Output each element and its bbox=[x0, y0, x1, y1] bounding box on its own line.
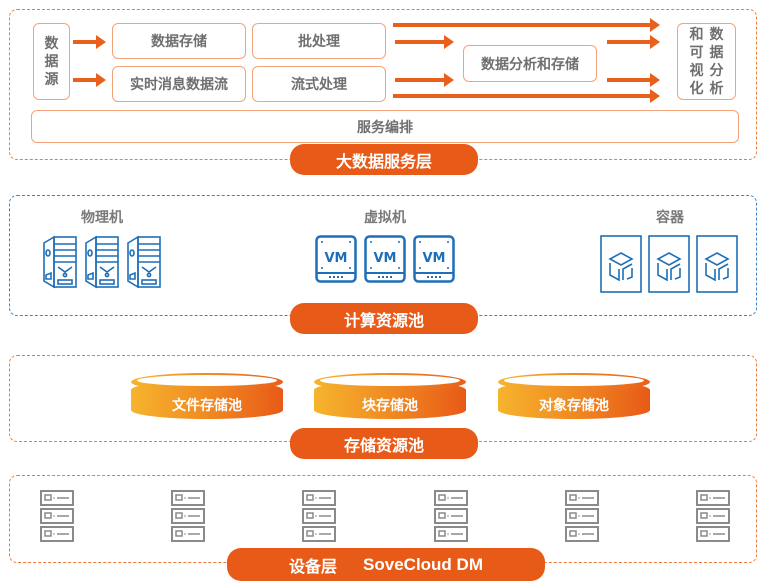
data-source-box: 数据源 bbox=[33, 23, 70, 100]
container-cube-icon bbox=[600, 235, 642, 293]
batch-processing-label: 批处理 bbox=[298, 34, 340, 50]
storage-pool-file: 文件存储池 bbox=[131, 373, 283, 419]
batch-processing-box: 批处理 bbox=[252, 23, 386, 59]
service-orchestration-label: 服务编排 bbox=[357, 119, 413, 136]
arrow-source-to-storage bbox=[73, 35, 106, 49]
vm-icon: VM bbox=[413, 235, 455, 283]
arrow-analysis-to-visualization-top bbox=[607, 35, 660, 49]
rack-server-icon bbox=[171, 490, 206, 542]
compute-layer-title: 计算资源池 bbox=[290, 303, 478, 334]
server-tower-icon bbox=[43, 235, 77, 289]
stream-processing-label: 流式处理 bbox=[291, 77, 347, 93]
container-cube-icon bbox=[648, 235, 690, 293]
analysis-storage-label: 数据分析和存储 bbox=[481, 56, 579, 73]
vm-icon: VM bbox=[315, 235, 357, 283]
storage-pool-block: 块存储池 bbox=[314, 373, 466, 419]
vm-icons: VM VM VM bbox=[315, 235, 455, 285]
storage-layer-title-text: 存储资源池 bbox=[343, 435, 424, 455]
stream-processing-box: 流式处理 bbox=[252, 66, 386, 102]
rack-server-icon bbox=[302, 490, 337, 542]
storage-pool-file-label: 文件存储池 bbox=[172, 398, 242, 414]
storage-pool-block-label: 块存储池 bbox=[362, 398, 418, 414]
physical-machine-label: 物理机 bbox=[81, 210, 123, 226]
realtime-stream-box: 实时消息数据流 bbox=[112, 66, 246, 102]
rack-server-icon bbox=[433, 490, 468, 542]
container-icons bbox=[600, 235, 738, 293]
server-tower-icon bbox=[127, 235, 161, 289]
service-orchestration-box: 服务编排 bbox=[31, 110, 739, 143]
data-storage-box: 数据存储 bbox=[112, 23, 246, 59]
server-tower-icon bbox=[85, 235, 119, 289]
compute-layer-title-text: 计算资源池 bbox=[343, 310, 424, 330]
container-cube-icon bbox=[696, 235, 738, 293]
arrow-batch-to-analysis bbox=[395, 35, 454, 49]
device-layer-title: 设备层 SoveCloud DM bbox=[227, 548, 545, 581]
visualization-box: 和可视化 数据分析 bbox=[677, 23, 736, 100]
arrow-stream-to-analysis bbox=[395, 73, 454, 87]
physical-machine-icons bbox=[42, 235, 162, 289]
arrow-batch-to-visualization bbox=[393, 18, 660, 32]
device-layer-title-cn: 设备层 bbox=[289, 556, 338, 576]
data-storage-label: 数据存储 bbox=[151, 34, 207, 50]
big-data-layer-title-text: 大数据服务层 bbox=[335, 151, 432, 171]
svg-text:VM: VM bbox=[423, 251, 446, 266]
svg-text:VM: VM bbox=[374, 251, 397, 266]
container-label: 容器 bbox=[656, 210, 684, 226]
realtime-stream-label: 实时消息数据流 bbox=[130, 77, 228, 93]
rack-server-icon bbox=[695, 490, 730, 542]
rack-server-icon bbox=[564, 490, 599, 542]
arrow-analysis-to-visualization-bottom bbox=[607, 73, 660, 87]
storage-pool-object: 对象存储池 bbox=[498, 373, 650, 419]
arrow-source-to-stream bbox=[73, 73, 106, 87]
analysis-storage-box: 数据分析和存储 bbox=[463, 45, 597, 82]
visualization-col2-label: 数据分析 bbox=[709, 26, 724, 97]
storage-pool-object-label: 对象存储池 bbox=[539, 398, 609, 414]
device-rack-icons bbox=[40, 490, 730, 542]
storage-layer-title: 存储资源池 bbox=[290, 428, 478, 459]
data-source-label: 数据源 bbox=[44, 35, 59, 88]
virtual-machine-label: 虚拟机 bbox=[364, 210, 406, 226]
rack-server-icon bbox=[40, 490, 74, 542]
big-data-layer-title: 大数据服务层 bbox=[290, 144, 478, 175]
vm-icon: VM bbox=[364, 235, 406, 283]
arrow-stream-to-visualization bbox=[393, 89, 660, 103]
device-layer-title-en: SoveCloud DM bbox=[363, 554, 483, 574]
svg-text:VM: VM bbox=[325, 251, 348, 266]
visualization-col1-label: 和可视化 bbox=[689, 26, 704, 97]
